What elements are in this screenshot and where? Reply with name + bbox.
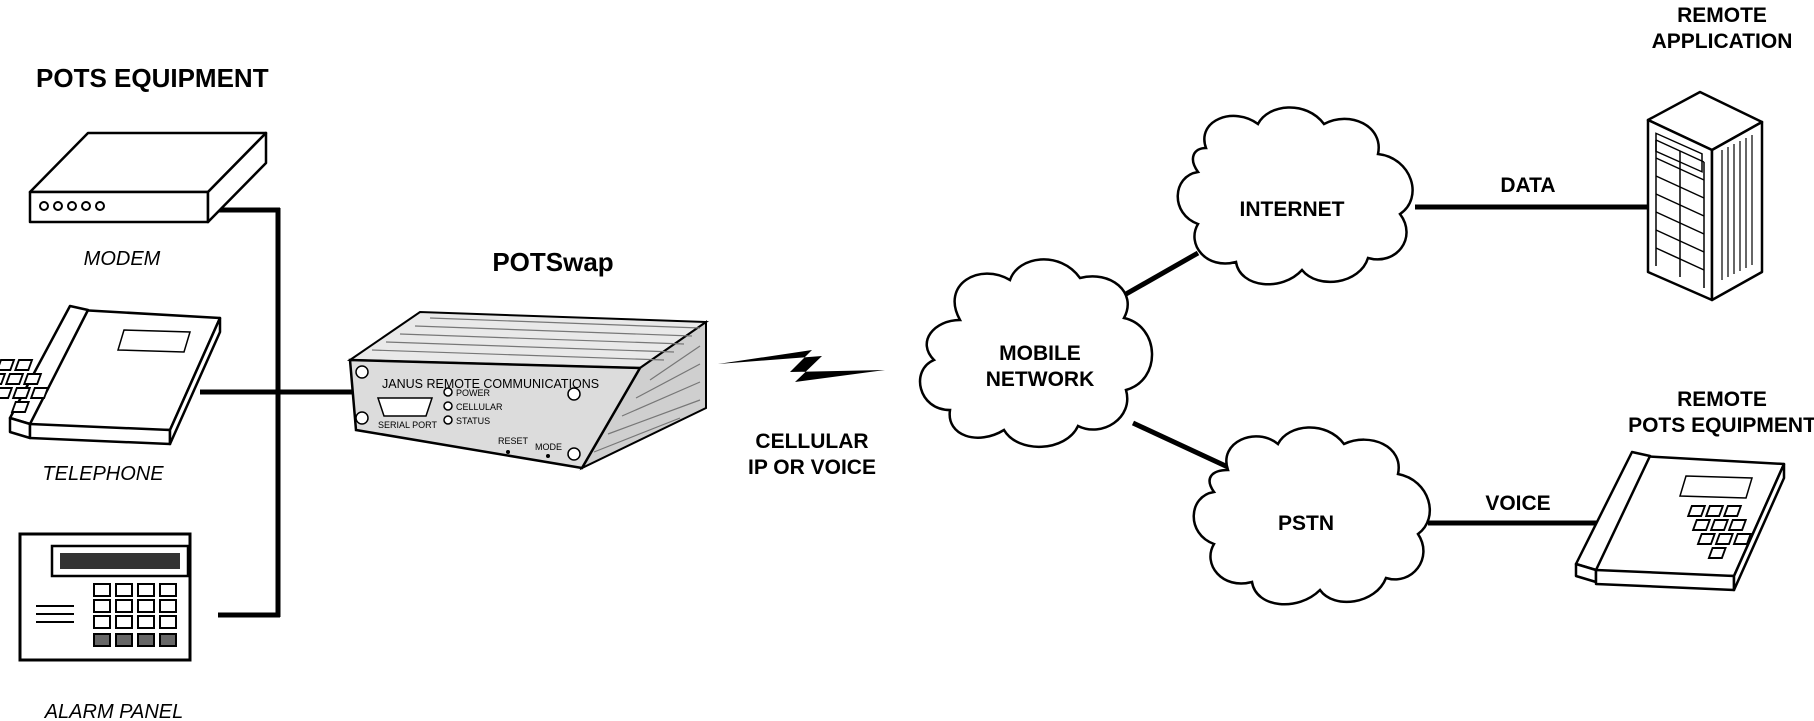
wireless-link-bolt xyxy=(718,350,885,382)
pstn-cloud xyxy=(1192,426,1431,606)
remote-telephone-icon xyxy=(1574,450,1786,592)
device-serial-port: SERIAL PORT xyxy=(378,420,438,430)
remote-pots-label-1: REMOTE xyxy=(1677,388,1767,411)
server-rack-icon xyxy=(1646,90,1764,302)
modem-label: MODEM xyxy=(84,248,161,270)
pots-equipment-title: POTS EQUIPMENT xyxy=(36,63,269,93)
pstn-label: PSTN xyxy=(1278,512,1334,535)
telephone-icon xyxy=(0,304,222,446)
mobile-network-cloud xyxy=(918,258,1154,449)
ip-or-voice-label: IP OR VOICE xyxy=(748,456,876,479)
alarm-panel-icon xyxy=(18,532,192,662)
mobile-pstn-line xyxy=(1131,420,1232,471)
remote-application-label-1: REMOTE xyxy=(1677,4,1767,27)
telephone-label: TELEPHONE xyxy=(42,463,164,485)
left-bus-lines xyxy=(200,207,352,618)
data-label: DATA xyxy=(1500,174,1555,197)
device-mode: MODE xyxy=(535,442,562,452)
internet-label: INTERNET xyxy=(1240,198,1345,221)
mobile-network-label-2: NETWORK xyxy=(986,368,1095,391)
alarm-panel-label: ALARM PANEL xyxy=(44,701,184,721)
potswap-device-icon xyxy=(346,310,710,471)
remote-application-label-2: APPLICATION xyxy=(1652,30,1793,53)
device-led-cellular: CELLULAR xyxy=(456,402,503,412)
cellular-label: CELLULAR xyxy=(755,430,868,453)
potswap-title: POTSwap xyxy=(492,247,613,277)
device-led-status: STATUS xyxy=(456,416,490,426)
mobile-network-label-1: MOBILE xyxy=(999,342,1081,365)
device-reset: RESET xyxy=(498,436,529,446)
device-led-power: POWER xyxy=(456,388,491,398)
remote-pots-label-2: POTS EQUIPMENT xyxy=(1628,414,1814,437)
modem-icon xyxy=(28,131,268,224)
voice-label: VOICE xyxy=(1485,492,1550,515)
device-front-label: JANUS REMOTE COMMUNICATIONS xyxy=(382,377,599,391)
internet-cloud xyxy=(1176,106,1414,286)
